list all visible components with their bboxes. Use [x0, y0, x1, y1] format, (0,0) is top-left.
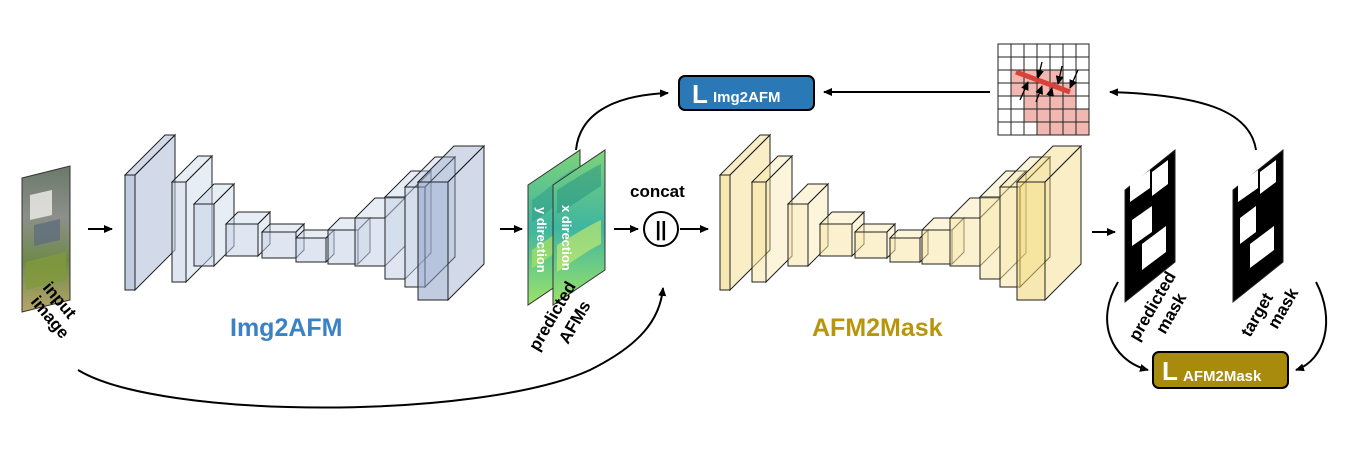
img2afm-encoder: [123, 133, 486, 302]
attraction-vector: [1069, 69, 1079, 89]
grid-cell: [997, 121, 1012, 136]
grid-cell: [1062, 43, 1077, 58]
loss-afm2mask-main: L: [1162, 356, 1178, 386]
predicted-mask-image: [1124, 148, 1176, 304]
encoder-layer: [224, 210, 272, 258]
grid-cell: [1036, 108, 1051, 123]
decoder-name: AFM2Mask: [812, 314, 943, 342]
grid-cell: [1049, 121, 1064, 136]
attraction-vector: [1019, 81, 1029, 101]
concat-symbol: ||: [655, 219, 666, 241]
grid-cell: [997, 108, 1012, 123]
loss-afm2mask-box: L AFM2Mask: [1152, 351, 1289, 389]
input-image: [21, 165, 71, 313]
afm-x-direction-label: x direction: [559, 205, 574, 271]
grid-cell: [1036, 56, 1051, 71]
grid-cell: [1010, 121, 1025, 136]
grid-cell: [1062, 121, 1077, 136]
grid-cell: [1036, 95, 1051, 110]
grid-cell: [1062, 69, 1077, 84]
grid-cell: [1049, 43, 1064, 58]
decoder-layer: [853, 222, 897, 260]
target-mask-image: [1232, 148, 1284, 304]
grid-cell: [1062, 95, 1077, 110]
grid-cell: [1062, 56, 1077, 71]
loss-img2afm-box: L Img2AFM: [678, 75, 815, 111]
afm-x-direction-map: [552, 149, 606, 306]
skip-connection-input-to-concat: [77, 287, 667, 409]
grid-cell: [1049, 95, 1064, 110]
decoder-layer: [750, 154, 794, 284]
target-afm-grid: [997, 43, 1090, 136]
encoder-layer: [123, 133, 177, 292]
loss-img2afm-main: L: [692, 79, 708, 109]
attraction-vector: [1035, 85, 1043, 103]
grid-cell: [1023, 56, 1038, 71]
grid-cell: [1023, 43, 1038, 58]
grid-cell: [1075, 95, 1090, 110]
grid-cell: [1075, 108, 1090, 123]
grid-cell: [1023, 108, 1038, 123]
attraction-vector: [1046, 87, 1054, 97]
arrow-target-mask-to-loss: [1295, 281, 1328, 372]
grid-cell: [1010, 56, 1025, 71]
arrow-predicted-mask-to-loss: [1106, 281, 1149, 372]
grid-cell: [1075, 56, 1090, 71]
grid-cell: [1049, 108, 1064, 123]
afm-y-direction-label: y direction: [534, 207, 549, 273]
encoder-layer: [416, 144, 486, 302]
arrow-afm-to-loss-img2afm: [575, 89, 669, 151]
loss-img2afm-sub: Img2AFM: [713, 89, 781, 106]
attraction-vector: [1055, 65, 1064, 85]
grid-cell: [997, 56, 1012, 71]
grid-cell: [1075, 69, 1090, 84]
grid-cell: [997, 43, 1012, 58]
afm2mask-decoder: [718, 133, 1083, 302]
grid-cell: [1023, 95, 1038, 110]
grid-cell: [1010, 108, 1025, 123]
grid-cell: [1036, 43, 1051, 58]
loss-afm2mask-sub: AFM2Mask: [1183, 368, 1262, 385]
decoder-layer: [1015, 144, 1083, 302]
grid-cell: [1075, 43, 1090, 58]
grid-cell: [1010, 43, 1025, 58]
grid-cell: [1062, 108, 1077, 123]
encoder-name: Img2AFM: [230, 314, 343, 342]
grid-cell: [1036, 121, 1051, 136]
concat-label: concat: [630, 182, 685, 201]
arrow-target-mask-to-grid: [1109, 88, 1257, 151]
grid-cell: [1010, 95, 1025, 110]
attraction-vector: [1036, 61, 1044, 79]
concat-operator: [643, 211, 679, 247]
line-segment: [1015, 69, 1071, 95]
grid-cell: [1023, 121, 1038, 136]
grid-cell: [1075, 82, 1090, 97]
grid-cell: [1023, 82, 1038, 97]
grid-cell: [997, 69, 1012, 84]
grid-cell: [997, 82, 1012, 97]
grid-cell: [1075, 121, 1090, 136]
grid-cell: [997, 95, 1012, 110]
